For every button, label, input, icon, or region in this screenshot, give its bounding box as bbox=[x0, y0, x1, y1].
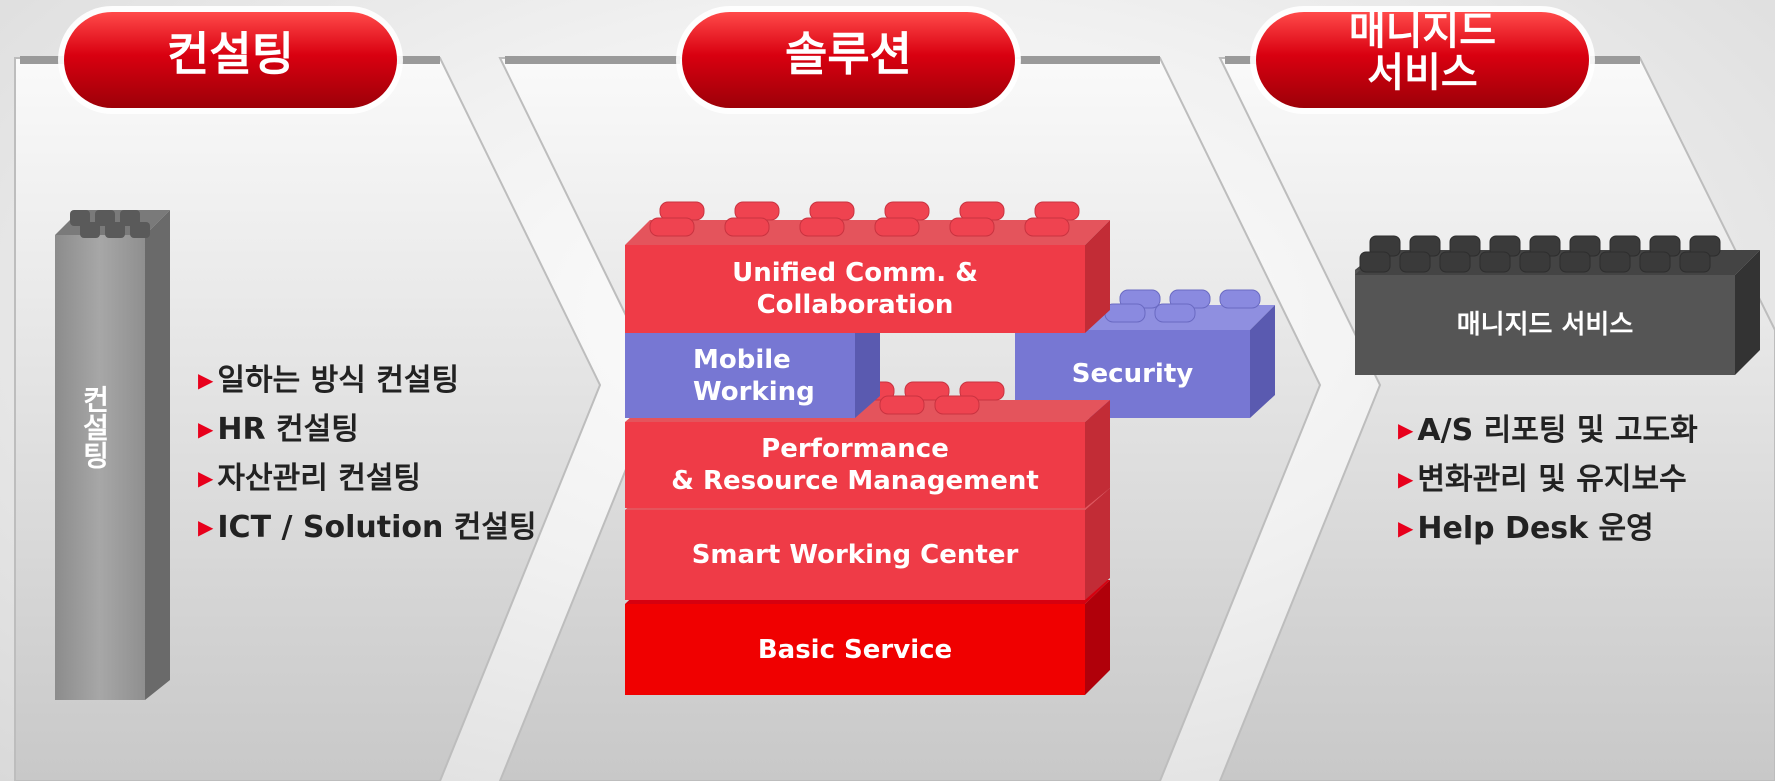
performance-block-label: Performance & Resource Management bbox=[671, 434, 1039, 496]
bullet-triangle-icon: ▶ bbox=[198, 417, 214, 441]
pillar-label: 컨설팅 bbox=[78, 385, 111, 469]
bullet-triangle-icon: ▶ bbox=[198, 515, 214, 539]
ucc-block-label: Unified Comm. & Collaboration bbox=[732, 258, 978, 320]
managed-service-block-full bbox=[1355, 235, 1760, 375]
bullet-triangle-icon: ▶ bbox=[198, 466, 214, 490]
bullet-triangle-icon: ▶ bbox=[1398, 418, 1414, 442]
list-item: ▶변화관리 및 유지보수 bbox=[1398, 462, 1687, 497]
title-pill-solution bbox=[676, 6, 1021, 114]
list-item: ▶Help Desk 운영 bbox=[1398, 511, 1654, 546]
mobile-working-block-label: Mobile Working bbox=[693, 344, 815, 407]
consulting-pillar-block bbox=[55, 210, 170, 700]
smart-working-center-block-label: Smart Working Center bbox=[691, 540, 1019, 570]
consulting-bullet-list: ▶일하는 방식 컨설팅 ▶HR 컨설팅 ▶자산관리 컨설팅 ▶ICT / Sol… bbox=[198, 356, 537, 552]
list-item: ▶A/S 리포팅 및 고도화 bbox=[1398, 413, 1698, 448]
column-title-solution: 솔루션 bbox=[785, 27, 912, 81]
list-item: ▶HR 컨설팅 bbox=[198, 412, 359, 447]
list-item: ▶자산관리 컨설팅 bbox=[198, 461, 422, 496]
security-block-label: Security bbox=[1071, 359, 1194, 389]
list-item: ▶일하는 방식 컨설팅 bbox=[198, 363, 460, 398]
list-item: ▶ICT / Solution 컨설팅 bbox=[198, 510, 537, 545]
bullet-triangle-icon: ▶ bbox=[1398, 516, 1414, 540]
bullet-triangle-icon: ▶ bbox=[1398, 467, 1414, 491]
managed-service-block-label: 매니지드 서비스 bbox=[1456, 310, 1634, 340]
ucc-block bbox=[625, 201, 1110, 333]
column-title-managed-service: 매니지드 서비스 bbox=[1348, 8, 1497, 96]
managed-service-bullet-list: ▶A/S 리포팅 및 고도화 ▶변화관리 및 유지보수 ▶Help Desk 운… bbox=[1398, 406, 1698, 553]
title-pill-managed bbox=[1250, 6, 1595, 114]
column-title-consulting: 컨설팅 bbox=[167, 27, 294, 81]
bullet-triangle-icon: ▶ bbox=[198, 368, 214, 392]
basic-service-block-label: Basic Service bbox=[757, 634, 953, 665]
title-pill-consulting bbox=[58, 6, 403, 114]
